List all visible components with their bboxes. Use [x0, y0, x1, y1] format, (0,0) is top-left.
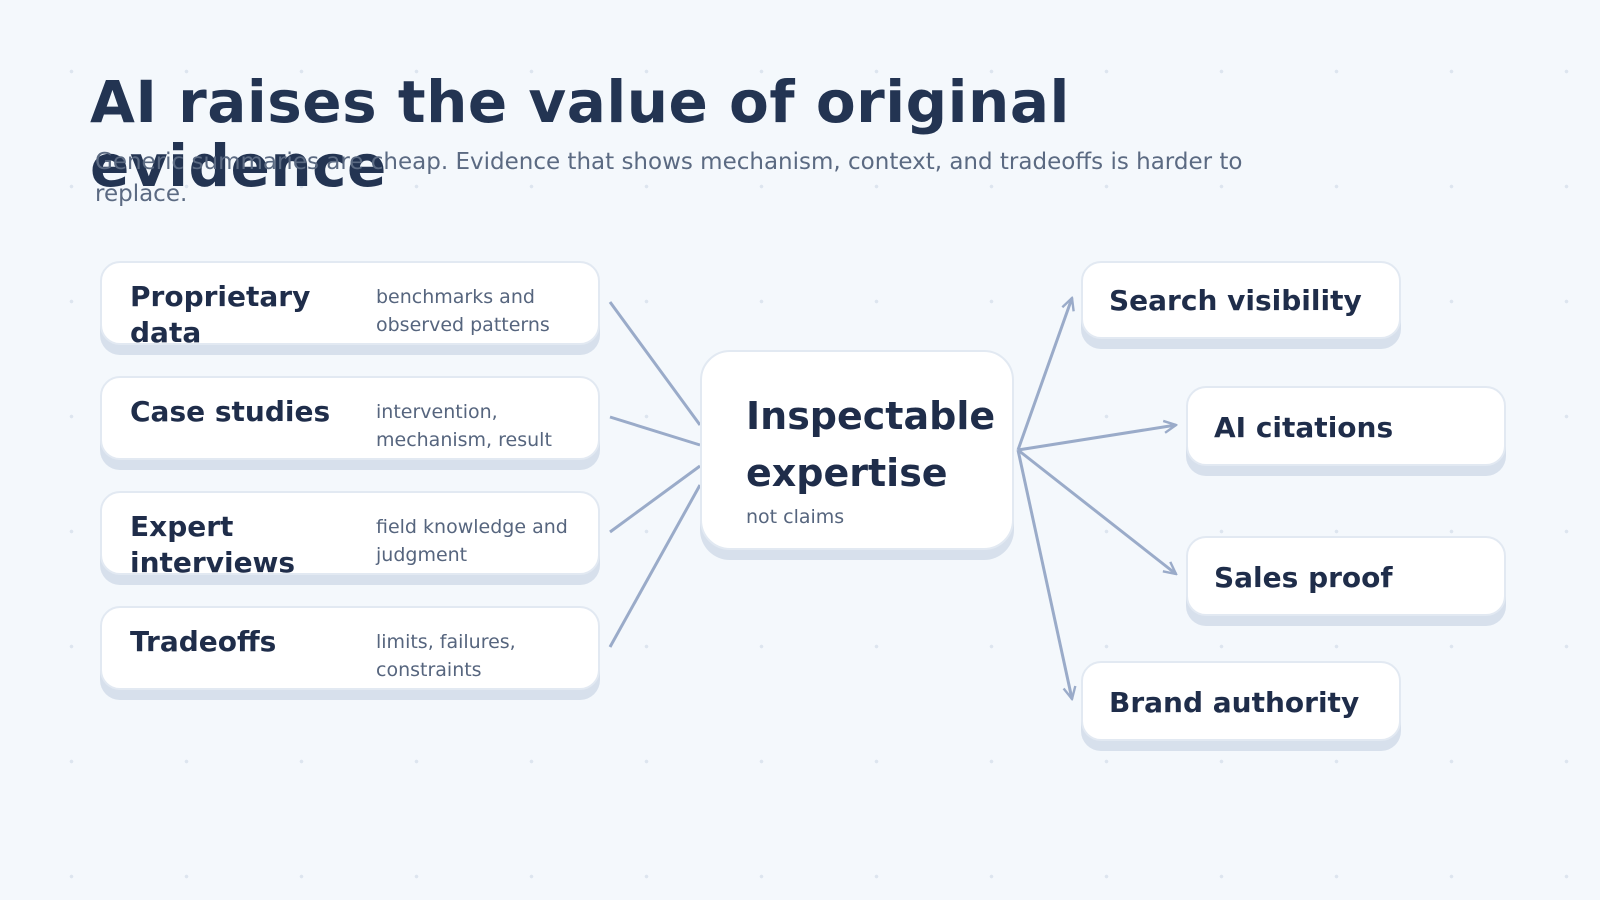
- input-card-case-studies: Case studies intervention, mechanism, re…: [100, 376, 600, 460]
- output-label: AI citations: [1214, 411, 1394, 444]
- output-card-search-visibility: Search visibility: [1081, 261, 1401, 339]
- connector-proprietary-data: [608, 301, 702, 426]
- center-card: Inspectable expertise not claims: [700, 350, 1014, 550]
- arrow-brand-authority: [1016, 449, 1072, 699]
- input-label: Proprietary data: [130, 280, 311, 349]
- input-label: Case studies: [130, 395, 331, 428]
- output-card-ai-citations: AI citations: [1186, 386, 1506, 466]
- input-description: limits, failures, constraints: [376, 631, 516, 681]
- output-label: Search visibility: [1109, 284, 1362, 317]
- input-description: field knowledge and judgment: [376, 516, 568, 566]
- center-label: Inspectable expertise: [746, 394, 996, 495]
- center-sublabel: not claims: [746, 506, 845, 528]
- connector-expert-interviews: [609, 464, 701, 534]
- input-card-proprietary-data: Proprietary data benchmarks and observed…: [100, 261, 600, 349]
- page-title: AI raises the value of original evidence: [90, 68, 1070, 200]
- arrow-sales-proof: [1017, 448, 1176, 574]
- output-card-brand-authority: Brand authority: [1081, 661, 1401, 741]
- arrow-ai-citations: [1017, 425, 1176, 452]
- input-label: Expert interviews: [130, 510, 296, 579]
- connector-tradeoffs: [608, 484, 702, 648]
- input-label: Tradeoffs: [130, 625, 277, 658]
- output-card-sales-proof: Sales proof: [1186, 536, 1506, 616]
- arrow-search-visibility: [1016, 298, 1072, 451]
- output-label: Sales proof: [1214, 561, 1393, 594]
- input-card-expert-interviews: Expert interviews field knowledge and ju…: [100, 491, 600, 579]
- output-label: Brand authority: [1109, 686, 1360, 719]
- input-card-tradeoffs: Tradeoffs limits, failures, constraints: [100, 606, 600, 690]
- input-description: intervention, mechanism, result: [376, 401, 552, 451]
- input-description: benchmarks and observed patterns: [376, 286, 550, 336]
- connector-case-studies: [609, 415, 701, 447]
- page-subtitle: Generic summaries are cheap. Evidence th…: [95, 149, 1243, 207]
